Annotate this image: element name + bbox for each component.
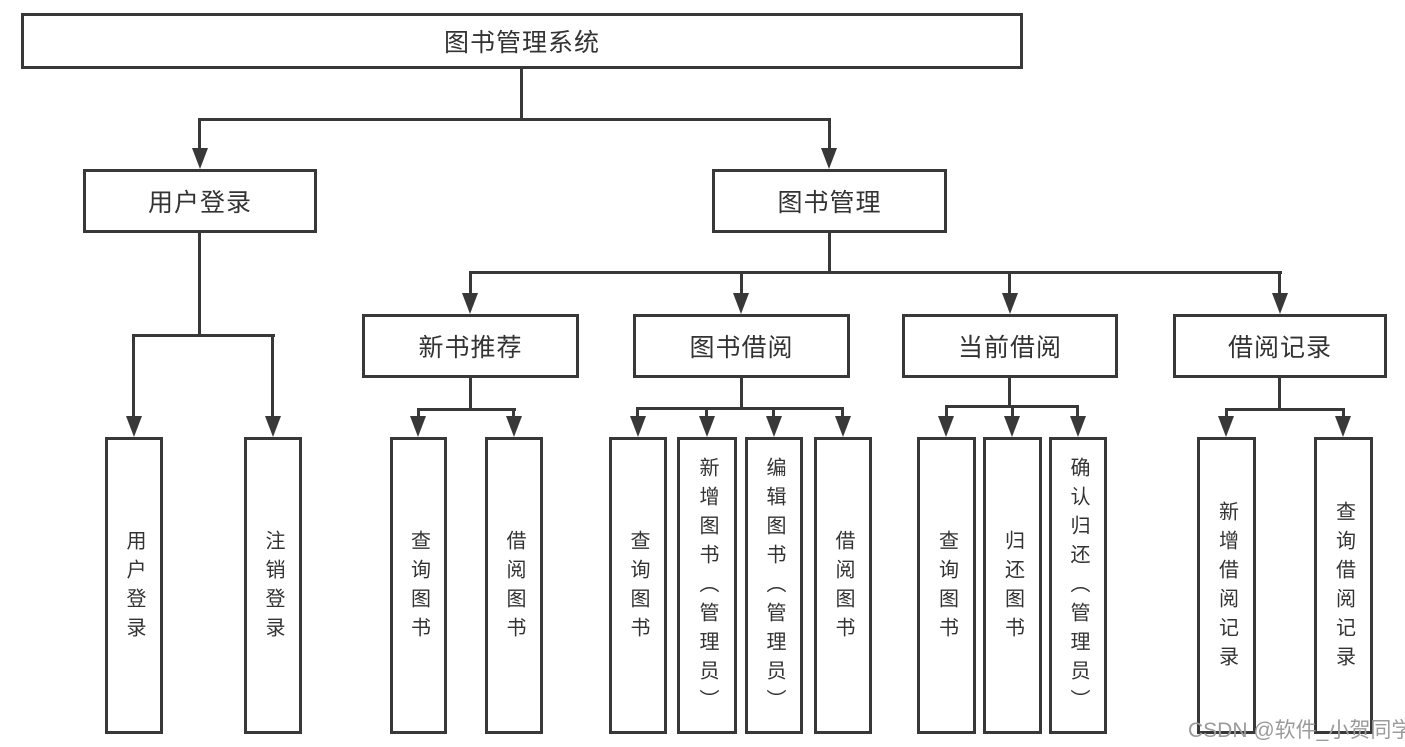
arrowhead-down-icon bbox=[938, 416, 954, 437]
node-book-borrow: 图书借阅 bbox=[633, 314, 850, 378]
connector-line bbox=[1008, 271, 1011, 296]
connector-line bbox=[740, 271, 743, 296]
connector-line bbox=[520, 69, 523, 121]
connector-line bbox=[417, 408, 516, 411]
connector-line bbox=[636, 407, 639, 420]
arrowhead-down-icon bbox=[630, 416, 646, 437]
connector-line bbox=[198, 233, 201, 337]
connector-line bbox=[417, 408, 420, 420]
arrowhead-down-icon bbox=[733, 293, 749, 314]
connector-line bbox=[132, 334, 135, 418]
leaf-br-query-record: 查询借阅记录 bbox=[1314, 437, 1373, 734]
node-current-borrow: 当前借阅 bbox=[902, 314, 1118, 378]
arrowhead-down-icon bbox=[821, 148, 837, 169]
arrowhead-down-icon bbox=[1218, 416, 1234, 437]
connector-line bbox=[841, 407, 844, 420]
arrowhead-down-icon bbox=[1272, 293, 1288, 314]
connector-line bbox=[1278, 271, 1281, 296]
arrowhead-down-icon bbox=[1004, 416, 1020, 437]
arrowhead-down-icon bbox=[506, 416, 522, 437]
leaf-bb-add-book: 新增图书（管理员） bbox=[677, 437, 737, 734]
leaf-br-add-record: 新增借阅记录 bbox=[1197, 437, 1256, 734]
leaf-cb-confirm-return: 确认归还（管理员） bbox=[1049, 437, 1107, 734]
connector-line bbox=[271, 334, 274, 418]
leaf-user-login: 用户登录 bbox=[105, 437, 163, 734]
arrowhead-down-icon bbox=[766, 416, 782, 437]
arrowhead-down-icon bbox=[192, 148, 208, 169]
arrowhead-down-icon bbox=[462, 293, 478, 314]
connector-line bbox=[1225, 408, 1228, 420]
leaf-cb-query-book: 查询图书 bbox=[917, 437, 976, 734]
node-user-login: 用户登录 bbox=[83, 169, 317, 233]
arrowhead-down-icon bbox=[835, 416, 851, 437]
leaf-nbr-query-book: 查询图书 bbox=[390, 437, 447, 734]
node-system: 图书管理系统 bbox=[21, 13, 1023, 69]
arrowhead-down-icon bbox=[699, 416, 715, 437]
arrowhead-down-icon bbox=[1070, 416, 1086, 437]
node-borrow-records: 借阅记录 bbox=[1173, 314, 1387, 378]
arrowhead-down-icon bbox=[410, 416, 426, 437]
watermark: CSDN @软件_小贺同学 bbox=[1188, 719, 1405, 742]
connector-line bbox=[1011, 405, 1014, 420]
connector-line bbox=[469, 378, 472, 411]
arrowhead-down-icon bbox=[126, 416, 142, 437]
leaf-bb-borrow-book: 借阅图书 bbox=[814, 437, 872, 734]
connector-line bbox=[198, 118, 201, 150]
connector-line bbox=[828, 233, 831, 274]
leaf-bb-edit-book: 编辑图书（管理员） bbox=[745, 437, 803, 734]
connector-line bbox=[512, 408, 515, 420]
leaf-bb-query-book: 查询图书 bbox=[609, 437, 667, 734]
connector-line bbox=[1076, 405, 1079, 420]
connector-line bbox=[772, 407, 775, 420]
connector-line bbox=[1008, 378, 1011, 408]
arrowhead-down-icon bbox=[1002, 293, 1018, 314]
connector-line bbox=[1225, 408, 1345, 411]
arrowhead-down-icon bbox=[265, 416, 281, 437]
connector-line bbox=[469, 271, 1282, 274]
connector-line bbox=[828, 118, 831, 150]
connector-line bbox=[1278, 378, 1281, 411]
connector-line bbox=[132, 334, 275, 337]
node-new-book-recommend: 新书推荐 bbox=[362, 314, 579, 378]
connector-line bbox=[945, 405, 948, 420]
connector-line bbox=[637, 407, 844, 410]
connector-line bbox=[469, 271, 472, 296]
arrowhead-down-icon bbox=[1335, 416, 1351, 437]
connector-line bbox=[705, 407, 708, 420]
connector-line bbox=[1342, 408, 1345, 420]
connector-line bbox=[740, 378, 743, 410]
leaf-nbr-borrow-book: 借阅图书 bbox=[485, 437, 543, 734]
node-book-management: 图书管理 bbox=[712, 169, 947, 233]
leaf-cb-return-book: 归还图书 bbox=[983, 437, 1042, 734]
leaf-logout: 注销登录 bbox=[244, 437, 302, 734]
connector-line bbox=[198, 118, 831, 121]
